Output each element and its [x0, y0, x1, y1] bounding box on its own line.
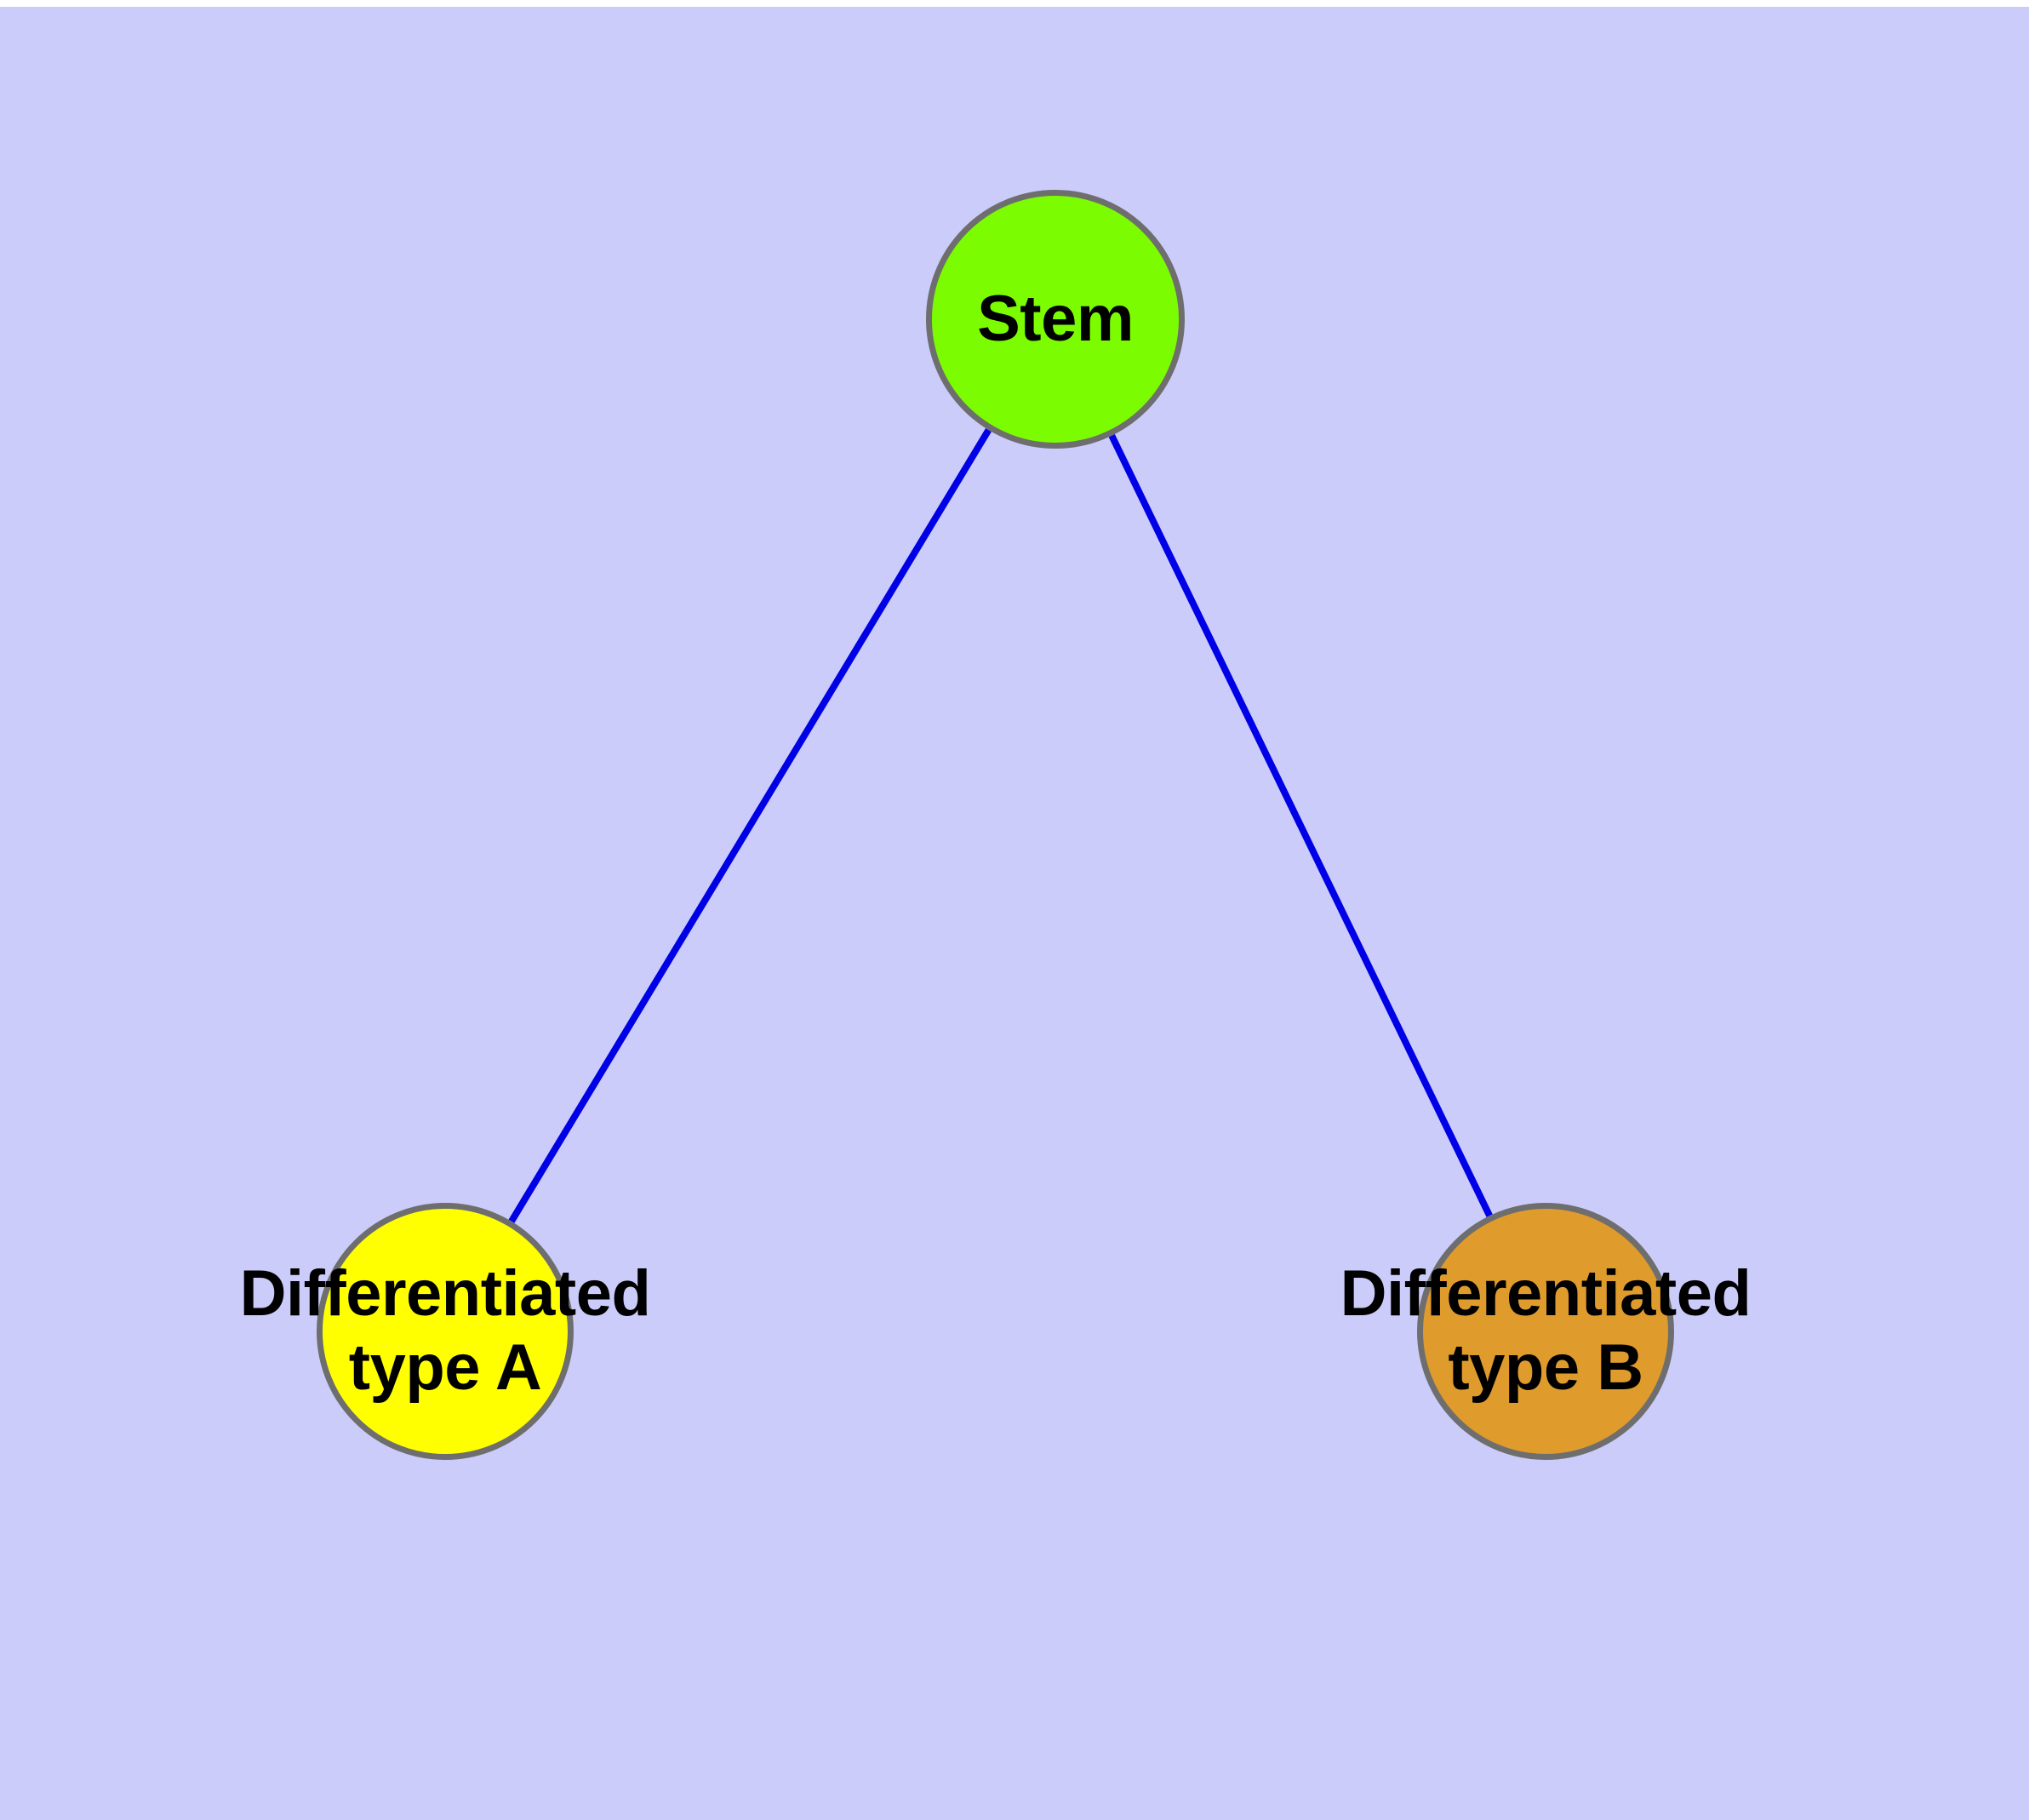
- node-differentiated-type-b[interactable]: [1417, 1203, 1674, 1460]
- edge-stem-to-differentiated-type-b: [1108, 434, 1493, 1217]
- node-label-stem: Stem: [977, 282, 1134, 355]
- node-stem[interactable]: [926, 190, 1185, 449]
- edge-stem-to-differentiated-type-a: [508, 428, 992, 1223]
- node-label-differentiated-type-a: Differentiated type A: [239, 1257, 651, 1404]
- node-differentiated-type-a[interactable]: [317, 1203, 574, 1460]
- node-label-differentiated-type-b: Differentiated type B: [1340, 1257, 1752, 1404]
